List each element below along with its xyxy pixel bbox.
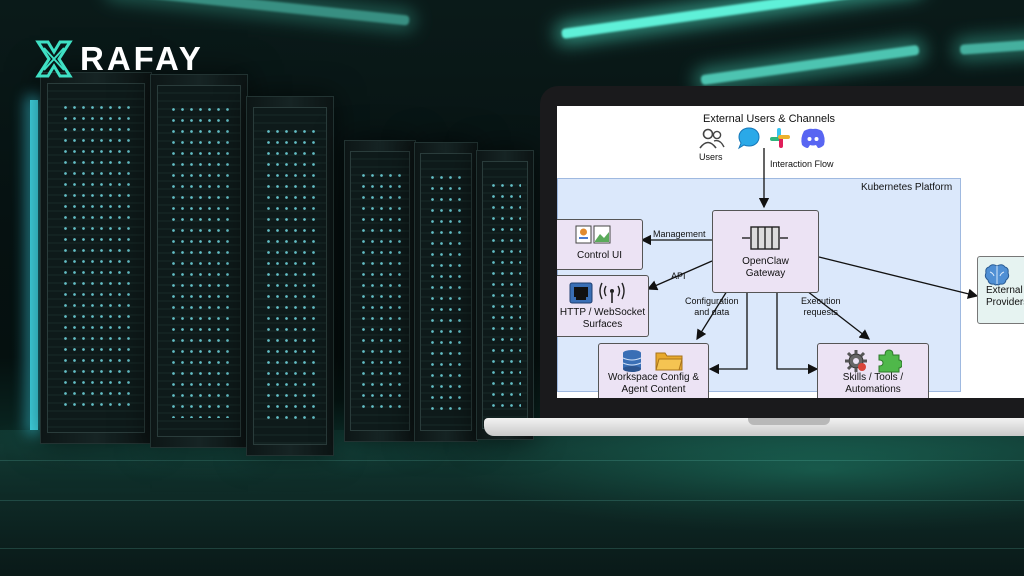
floor	[0, 430, 1024, 576]
users-label: Users	[699, 152, 723, 162]
antenna-icon	[599, 282, 625, 303]
server-rack	[476, 150, 534, 440]
chat-bubble-icon	[737, 127, 760, 150]
laptop-frame: External Users & Channels Users Interact…	[540, 86, 1024, 426]
rack-light-strip	[30, 100, 38, 430]
puzzle-icon	[878, 349, 902, 373]
external-label-line1: External	[986, 285, 1023, 296]
workspace-label-line1: Workspace Config &	[608, 372, 699, 383]
network-port-icon	[569, 282, 593, 304]
folder-icon	[655, 352, 683, 371]
ceiling-light	[561, 0, 919, 40]
workspace-label-line2: Agent Content	[621, 384, 686, 395]
brain-icon	[984, 264, 1010, 286]
users-icon	[699, 128, 725, 149]
management-label: Management	[653, 229, 706, 239]
architecture-diagram: External Users & Channels Users Interact…	[557, 106, 1024, 398]
server-rack	[40, 72, 152, 444]
kubernetes-platform-label: Kubernetes Platform	[861, 182, 953, 193]
rafay-logo-mark-icon	[35, 40, 73, 78]
config-label-line1: Configuration	[685, 296, 739, 306]
execution-requests-label: Execution requests	[801, 296, 841, 318]
ceiling-light	[959, 39, 1024, 55]
gateway-icon	[742, 226, 788, 250]
server-rack	[150, 74, 248, 448]
execution-label-line2: requests	[803, 307, 839, 317]
http-label-line1: HTTP / WebSocket	[559, 307, 646, 318]
external-providers-node: External Providers	[977, 256, 1024, 324]
skills-label-line1: Skills / Tools /	[842, 372, 904, 383]
api-label: API	[671, 271, 686, 281]
laptop-base	[484, 418, 1024, 436]
gear-icon	[845, 350, 867, 372]
server-rack	[246, 96, 334, 456]
dashboard-icon	[575, 225, 611, 244]
ceiling-light	[110, 0, 410, 26]
skills-tools-node: Skills / Tools / Automations	[817, 343, 929, 398]
workspace-config-node: Workspace Config & Agent Content	[598, 343, 709, 398]
diagram-title: External Users & Channels	[703, 113, 836, 125]
openclaw-gateway-node: OpenClaw Gateway	[712, 210, 819, 293]
config-data-label: Configuration and data	[685, 296, 739, 318]
execution-label-line1: Execution	[801, 296, 841, 306]
server-rack	[414, 142, 478, 442]
rafay-logo: RAFAY	[34, 40, 204, 78]
ceiling-light	[700, 44, 920, 86]
gateway-label-line1: OpenClaw	[742, 256, 789, 267]
http-websocket-node: HTTP / WebSocket Surfaces	[557, 275, 649, 337]
skills-label-line2: Automations	[845, 384, 901, 395]
interaction-flow-label: Interaction Flow	[770, 159, 834, 169]
control-ui-label: Control UI	[576, 250, 622, 261]
http-label-line2: Surfaces	[582, 319, 623, 330]
config-label-line2: and data	[694, 307, 730, 317]
database-icon	[622, 350, 642, 372]
rafay-wordmark: RAFAY	[80, 40, 204, 77]
server-rack	[344, 140, 416, 442]
external-label-line2: Providers	[986, 297, 1024, 308]
control-ui-node: Control UI	[557, 219, 643, 270]
flow-arrows	[640, 148, 979, 375]
slack-icon	[770, 128, 790, 148]
discord-icon	[801, 128, 825, 148]
gateway-label-line2: Gateway	[745, 268, 786, 279]
laptop-notch	[748, 418, 830, 425]
